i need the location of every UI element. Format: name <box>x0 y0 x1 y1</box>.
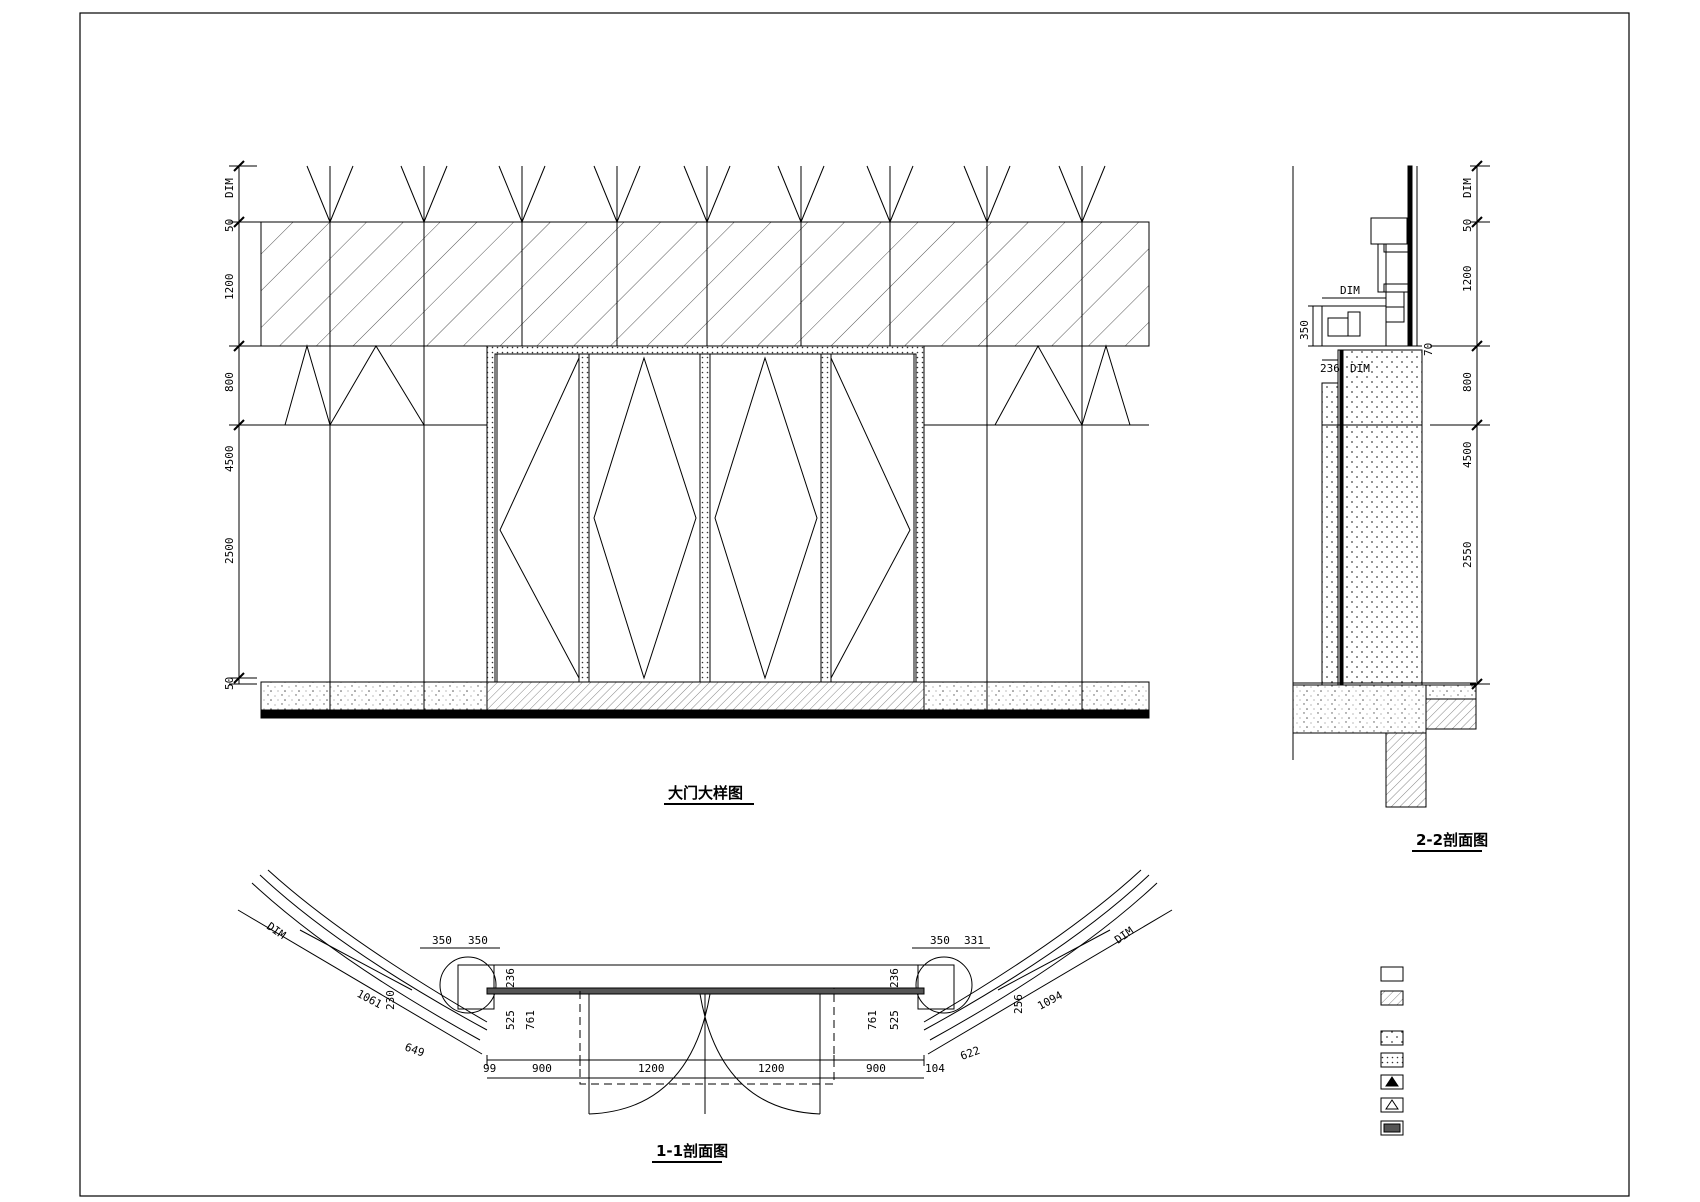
ground-line <box>260 709 1150 719</box>
plan-dim-r525: 525 <box>888 1010 901 1030</box>
plan-dim-r622: 622 <box>959 1044 982 1063</box>
s22-dim-mid: DIM <box>1340 284 1360 297</box>
plan-dim-l525: 525 <box>504 1010 517 1030</box>
section-11-drawing <box>237 869 1173 1115</box>
plan-dim-l761: 761 <box>524 1010 537 1030</box>
floor-slab <box>1292 684 1427 734</box>
section-22-dim-labels: DIM 50 1200 DIM 350 70 236 DIM 800 4500 … <box>1298 178 1474 568</box>
plan-dim-w900b: 900 <box>866 1062 886 1075</box>
stone-cladding <box>1337 349 1423 686</box>
section-22-title: 2-2剖面图 <box>1416 831 1488 849</box>
door-leaves <box>496 353 915 683</box>
elev-dim-1200: 1200 <box>223 274 236 301</box>
section-22-drawing <box>1292 160 1490 808</box>
base-paving <box>260 681 1150 719</box>
elev-dim-800: 800 <box>223 372 236 392</box>
left-column <box>439 956 497 1014</box>
plan-dim-r350: 350 <box>930 934 950 947</box>
elev-dim-2500: 2500 <box>223 538 236 565</box>
s22-dim-1200: 1200 <box>1461 266 1474 293</box>
plan-dim-l236: 236 <box>504 968 517 988</box>
plan-dim-r256: 256 <box>1012 994 1025 1014</box>
material-legend <box>1380 966 1404 1136</box>
s22-dim-4500: 4500 <box>1461 442 1474 469</box>
sheet-border <box>79 12 1630 1197</box>
right-column <box>915 956 973 1014</box>
s22-dim-70: 70 <box>1422 343 1435 356</box>
plan-dim-l350a: 350 <box>432 934 452 947</box>
legend-swatch-dots-dense <box>1380 1052 1404 1068</box>
elev-dim-50a: 50 <box>223 219 236 232</box>
plan-dim-w900a: 900 <box>532 1062 552 1075</box>
top-brackets <box>306 165 1106 224</box>
plan-dim-l230: 230 <box>384 990 397 1010</box>
plan-dim-w1200a: 1200 <box>638 1062 665 1075</box>
door-threshold <box>486 987 925 995</box>
plan-dim-l99: 99 <box>483 1062 496 1075</box>
s22-dim-50: 50 <box>1461 219 1474 232</box>
transom-triangles <box>284 344 1131 426</box>
plan-dim-l1061: 1061 <box>355 987 385 1011</box>
plan-dim-r1094: 1094 <box>1035 989 1065 1013</box>
plan-dim-l649: 649 <box>403 1041 426 1060</box>
s22-dim-top: DIM <box>1461 178 1474 198</box>
elevation-dimension-chain <box>229 160 257 685</box>
elev-dim-4500: 4500 <box>223 446 236 473</box>
s22-dim-236: 236 <box>1320 362 1340 375</box>
legend-swatch-blank <box>1380 966 1404 982</box>
legend-swatch-hatch <box>1380 990 1404 1006</box>
fascia-band <box>260 221 1150 347</box>
plan-dim-l350b: 350 <box>468 934 488 947</box>
elevation-dim-labels: DIM 50 1200 800 4500 2500 50 <box>223 178 236 690</box>
plan-dim-r236: 236 <box>888 968 901 988</box>
elevation-title: 大门大样图 <box>668 784 743 802</box>
legend-swatch-dots-light <box>1380 1030 1404 1046</box>
elevation-drawing <box>229 160 1150 719</box>
s22-dim-350: 350 <box>1298 320 1311 340</box>
plan-dim-r331: 331 <box>964 934 984 947</box>
s22-dim-800: 800 <box>1461 372 1474 392</box>
plan-dim-r761: 761 <box>866 1010 879 1030</box>
plan-dim-w1200b: 1200 <box>758 1062 785 1075</box>
elev-dim-50b: 50 <box>223 677 236 690</box>
elev-dim-label: DIM <box>223 178 236 198</box>
s22-dim-low: DIM <box>1350 362 1370 375</box>
plan-dim-r104: 104 <box>925 1062 945 1075</box>
plan-dim-left: DIM <box>264 920 288 942</box>
s22-dim-2550: 2550 <box>1461 542 1474 569</box>
section-11-title: 1-1剖面图 <box>656 1142 728 1160</box>
